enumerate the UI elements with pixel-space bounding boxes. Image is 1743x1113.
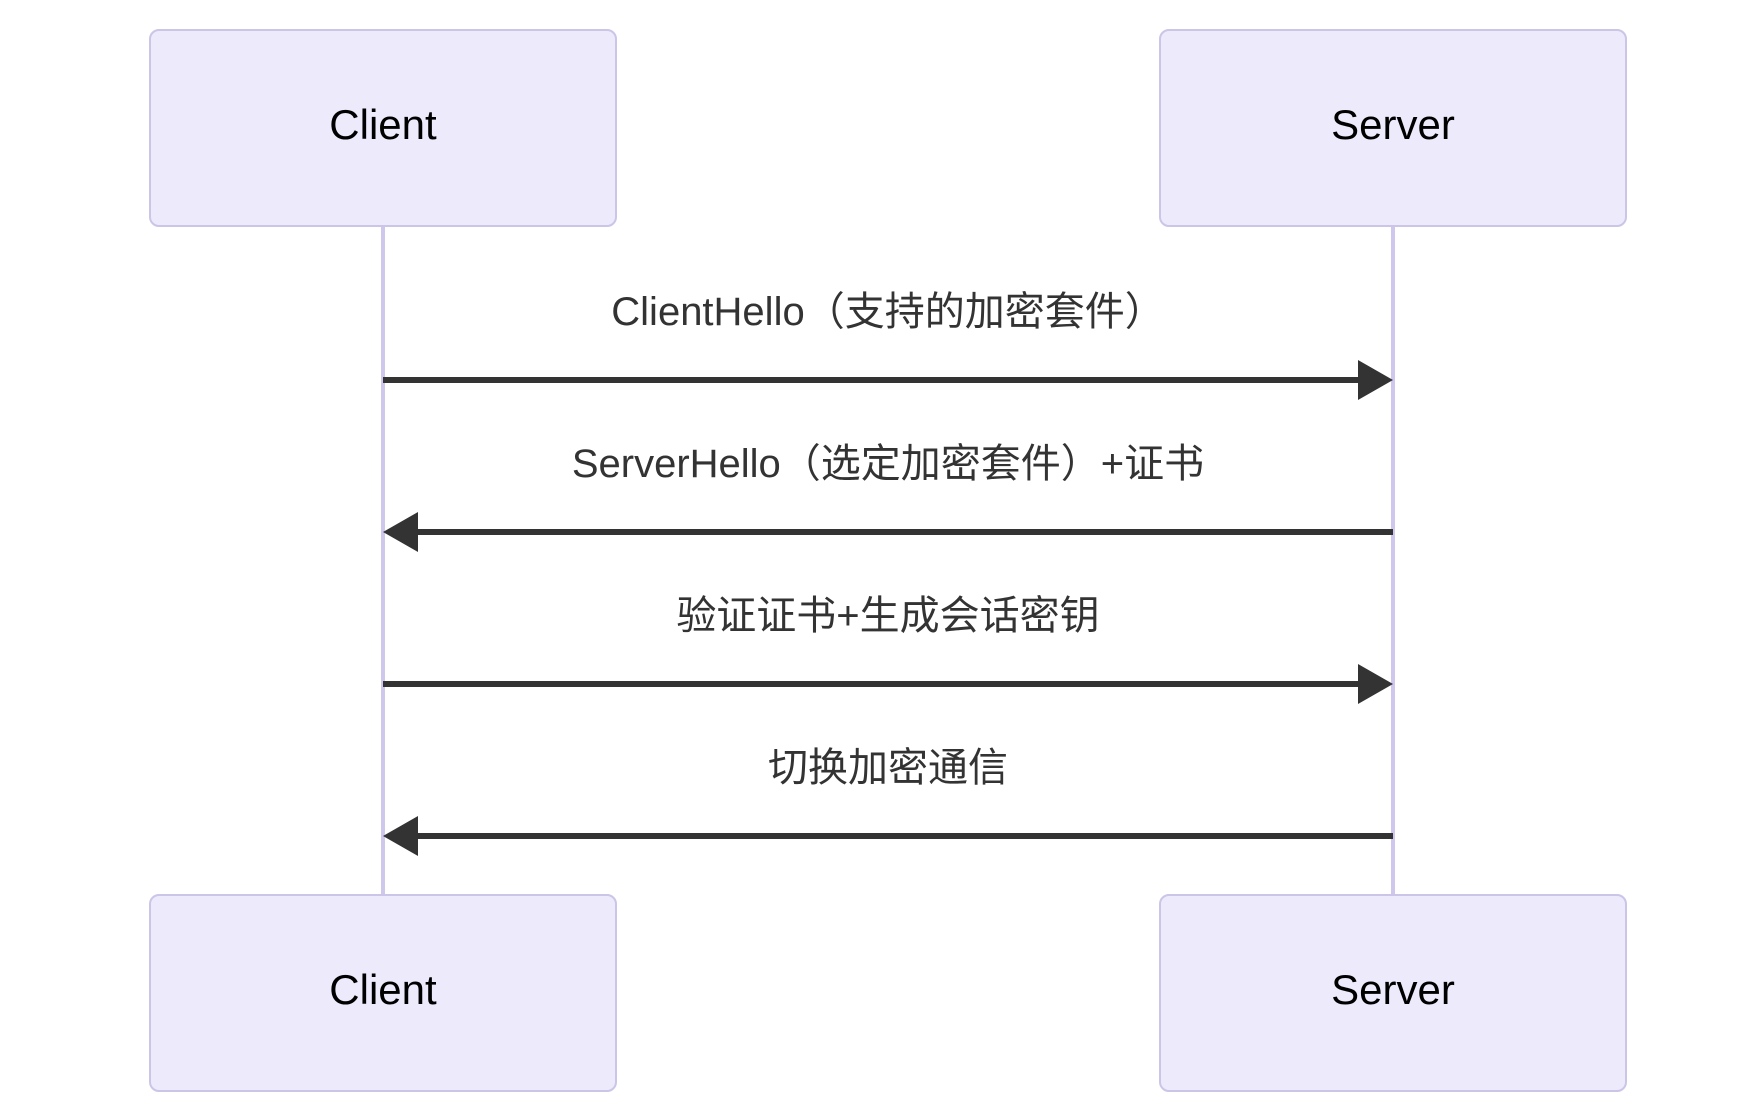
message-1-arrowhead bbox=[1358, 360, 1393, 400]
participant-box-server-top[interactable] bbox=[1159, 29, 1627, 227]
message-2-label: ServerHello（选定加密套件）+证书 bbox=[572, 442, 1204, 486]
message-3[interactable]: 验证证书+生成会话密钥 bbox=[383, 594, 1393, 704]
participant-server-bottom[interactable]: Server bbox=[1159, 894, 1627, 1092]
participant-label-server-bottom: Server bbox=[1331, 966, 1455, 1013]
participant-box-client-top[interactable] bbox=[149, 29, 617, 227]
lifelines bbox=[381, 226, 1395, 895]
participant-label-client-bottom: Client bbox=[329, 966, 437, 1013]
message-1-label: ClientHello（支持的加密套件） bbox=[611, 290, 1164, 334]
message-2-arrowhead bbox=[383, 512, 418, 552]
participant-box-client-bottom[interactable] bbox=[149, 894, 617, 1092]
message-4-label: 切换加密通信 bbox=[768, 746, 1008, 790]
participant-box-server-bottom[interactable] bbox=[1159, 894, 1627, 1092]
participant-server-top[interactable]: Server bbox=[1159, 29, 1627, 227]
participant-label-server-top: Server bbox=[1331, 101, 1455, 148]
message-1[interactable]: ClientHello（支持的加密套件） bbox=[383, 290, 1393, 400]
message-4[interactable]: 切换加密通信 bbox=[383, 746, 1393, 856]
message-3-arrowhead bbox=[1358, 664, 1393, 704]
participant-client-top[interactable]: Client bbox=[149, 29, 617, 227]
participant-client-bottom[interactable]: Client bbox=[149, 894, 617, 1092]
message-3-label: 验证证书+生成会话密钥 bbox=[676, 594, 1099, 638]
message-4-arrowhead bbox=[383, 816, 418, 856]
message-2[interactable]: ServerHello（选定加密套件）+证书 bbox=[383, 442, 1393, 552]
participant-label-client-top: Client bbox=[329, 101, 437, 148]
